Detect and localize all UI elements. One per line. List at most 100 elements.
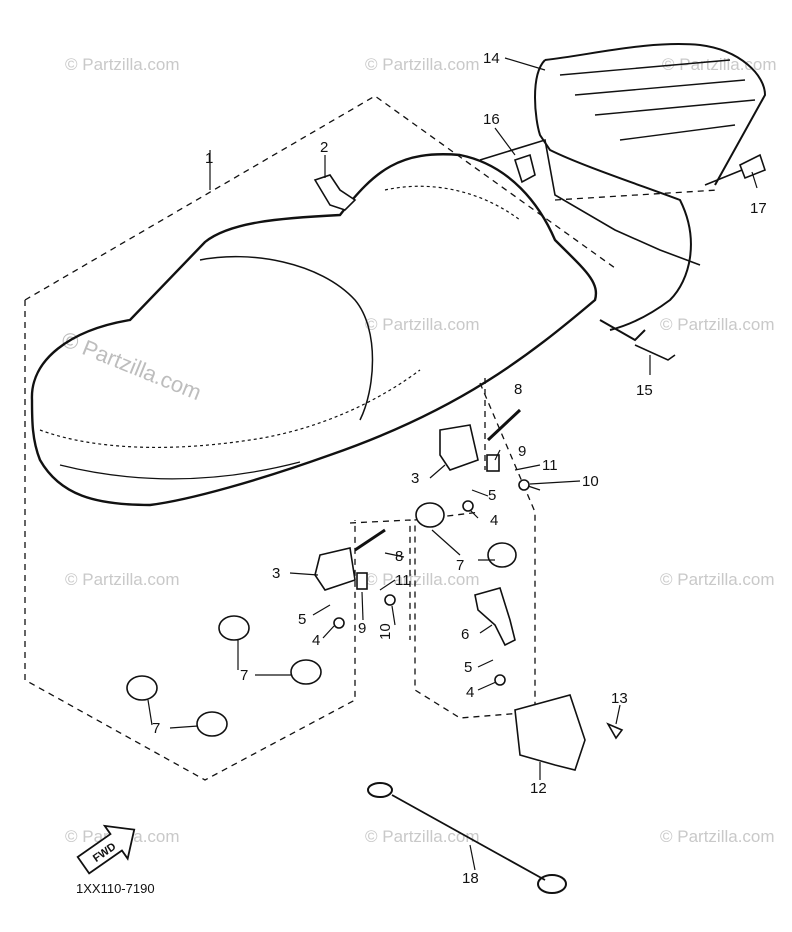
part-10-screw	[518, 479, 530, 491]
assembly-outlines	[24, 95, 719, 781]
callout-10: 10	[377, 623, 394, 640]
part-7-damper	[196, 711, 228, 737]
callout-15: 15	[636, 382, 653, 399]
part-7-damper	[487, 542, 517, 568]
cable-loop	[367, 782, 393, 798]
part-9-plate	[486, 454, 500, 472]
callout-10: 10	[582, 473, 599, 490]
callout-9: 9	[518, 443, 526, 460]
callout-8: 8	[395, 548, 403, 565]
watermark: © Partzilla.com	[660, 315, 775, 334]
rack-rails	[559, 59, 756, 141]
leader-line	[312, 604, 331, 616]
callout-18: 18	[462, 870, 479, 887]
watermark: © Partzilla.com	[365, 315, 480, 334]
callout-4: 4	[312, 632, 320, 649]
part-7-damper	[290, 659, 322, 685]
leader-line	[147, 699, 153, 726]
fwd-arrow-icon: FWD	[76, 824, 136, 875]
part-4-screw	[462, 500, 474, 512]
callout-3: 3	[272, 565, 280, 582]
rack-bracket	[479, 138, 701, 266]
part-9-plate	[356, 572, 368, 590]
part-10-screw	[384, 594, 396, 606]
watermark: © Partzilla.com	[65, 570, 180, 589]
small-parts	[126, 153, 766, 771]
callout-5: 5	[298, 611, 306, 628]
watermark: © Partzilla.com	[65, 55, 180, 74]
callout-4: 4	[466, 684, 474, 701]
part-17-bolt	[704, 153, 766, 186]
seat-assembly-outline	[24, 95, 616, 781]
leader-line	[169, 725, 199, 729]
part-15-bolt	[634, 344, 676, 361]
callout-14: 14	[483, 50, 500, 67]
callout-labels: 1 2 3 3 4 4 4 5 5 5 6 7 7 7 8 8 9 9 10 1…	[152, 50, 767, 887]
leader-line	[527, 485, 541, 491]
part-18-cable	[367, 782, 567, 894]
callout-7: 7	[152, 720, 160, 737]
callout-13: 13	[611, 690, 628, 707]
leader-lines	[147, 57, 758, 871]
leader-line	[429, 464, 446, 479]
arrow-shape	[76, 824, 136, 875]
diagram-code: 1XX110-7190	[76, 881, 155, 896]
leader-line	[289, 572, 319, 576]
part-6-hook	[474, 587, 516, 647]
watermark: © Partzilla.com	[58, 326, 205, 405]
seat	[30, 153, 598, 507]
watermark: © Partzilla.com	[660, 570, 775, 589]
leader-line	[391, 605, 396, 626]
watermark: © Partzilla.com	[365, 827, 480, 846]
cable-loop	[537, 874, 567, 894]
part-7-damper	[218, 615, 250, 641]
leader-line	[494, 127, 516, 156]
leader-line	[477, 659, 494, 668]
leader-line	[477, 681, 497, 691]
callout-1: 1	[205, 150, 213, 167]
grab-bar-end	[599, 319, 646, 342]
leader-line	[469, 844, 476, 871]
callout-2: 2	[320, 139, 328, 156]
watermark: © Partzilla.com	[660, 827, 775, 846]
seat-stitch-line	[384, 185, 521, 221]
callout-3: 3	[411, 470, 419, 487]
leader-line	[615, 704, 621, 725]
leader-line	[322, 625, 335, 639]
part-16-bolt	[513, 153, 536, 184]
rack-outline	[554, 189, 719, 201]
callout-6: 6	[461, 626, 469, 643]
callout-7: 7	[456, 557, 464, 574]
part-3-bracket-upper	[439, 424, 479, 471]
leader-line	[379, 579, 396, 591]
callout-4: 4	[490, 512, 498, 529]
leader-line	[529, 480, 581, 485]
part-13-screw	[606, 722, 624, 740]
leader-line	[504, 57, 546, 71]
leader-line	[471, 489, 489, 497]
leader-line	[361, 591, 364, 621]
rack-frame	[534, 59, 692, 331]
callout-5: 5	[488, 487, 496, 504]
callout-8: 8	[514, 381, 522, 398]
rear-carrier	[479, 43, 767, 342]
leader-line	[469, 509, 479, 519]
callout-12: 12	[530, 780, 547, 797]
seat-seam	[59, 461, 301, 480]
leader-line	[431, 529, 461, 556]
part-3-bracket-lower	[314, 547, 356, 591]
watermark: © Partzilla.com	[365, 55, 480, 74]
part-4-screw	[333, 617, 345, 629]
leader-line	[384, 552, 405, 558]
leader-line	[514, 464, 541, 471]
seat-outline	[30, 153, 598, 507]
callout-11: 11	[395, 572, 411, 589]
callout-16: 16	[483, 111, 500, 128]
cable-wire	[391, 794, 546, 881]
hinge-outline	[349, 519, 411, 640]
callout-5: 5	[464, 659, 472, 676]
seat-stitch-line	[39, 369, 421, 449]
part-7-damper	[415, 502, 445, 528]
watermark: © Partzilla.com	[662, 55, 777, 74]
